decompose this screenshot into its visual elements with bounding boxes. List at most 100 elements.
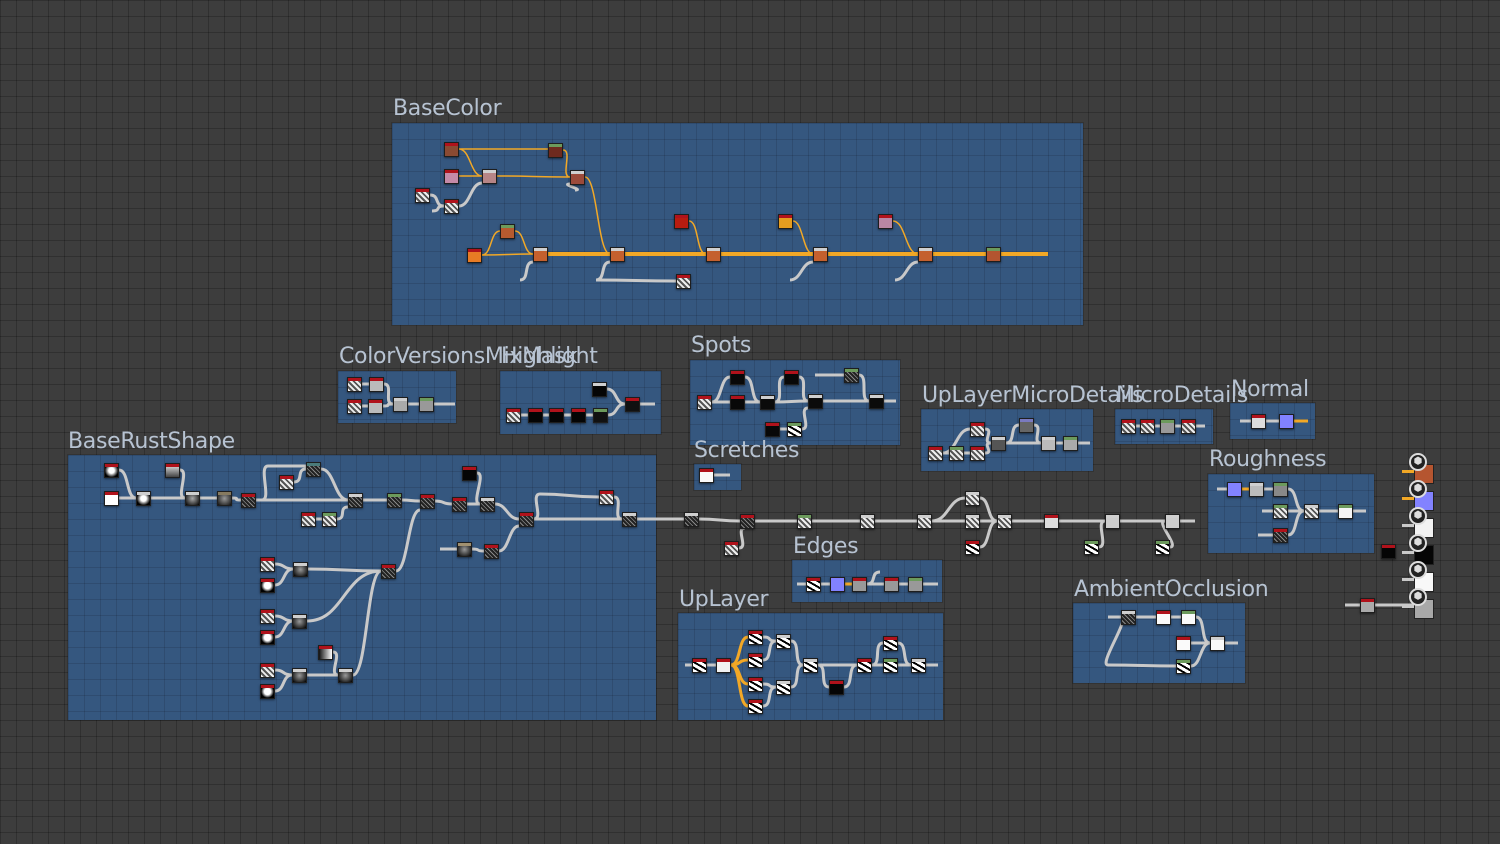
graph-node[interactable]	[878, 214, 893, 229]
graph-node[interactable]	[104, 491, 119, 506]
graph-node[interactable]	[528, 408, 543, 423]
graph-node[interactable]	[684, 512, 699, 527]
graph-node[interactable]	[724, 541, 739, 556]
graph-node[interactable]	[165, 463, 180, 478]
graph-node[interactable]	[1273, 528, 1288, 543]
graph-node[interactable]	[787, 422, 802, 437]
graph-node[interactable]	[381, 564, 396, 579]
graph-node[interactable]	[1160, 419, 1175, 434]
graph-node[interactable]	[844, 368, 859, 383]
graph-node[interactable]	[625, 397, 640, 412]
graph-node[interactable]	[965, 491, 980, 506]
graph-node[interactable]	[1019, 418, 1034, 433]
graph-node[interactable]	[748, 653, 763, 668]
output-connector[interactable]	[1402, 524, 1414, 527]
output-connector[interactable]	[1402, 551, 1414, 554]
graph-node[interactable]	[104, 463, 119, 478]
graph-node[interactable]	[706, 247, 721, 262]
graph-node[interactable]	[1181, 610, 1196, 625]
graph-node[interactable]	[970, 446, 985, 461]
graph-node[interactable]	[1360, 598, 1375, 613]
graph-node[interactable]	[965, 540, 980, 555]
graph-node[interactable]	[393, 397, 408, 412]
graph-node[interactable]	[1210, 636, 1225, 651]
frame-highlight[interactable]	[500, 371, 661, 434]
graph-node[interactable]	[571, 408, 586, 423]
graph-node[interactable]	[1176, 636, 1191, 651]
graph-node[interactable]	[1140, 419, 1155, 434]
graph-node[interactable]	[347, 399, 362, 414]
graph-node[interactable]	[506, 408, 521, 423]
graph-node[interactable]	[500, 224, 515, 239]
graph-node[interactable]	[419, 397, 434, 412]
graph-node[interactable]	[970, 422, 985, 437]
graph-node[interactable]	[776, 634, 791, 649]
graph-node[interactable]	[260, 630, 275, 645]
frame-basecolor[interactable]	[392, 123, 1083, 325]
graph-node[interactable]	[482, 169, 497, 184]
graph-node[interactable]	[1227, 482, 1242, 497]
graph-node[interactable]	[318, 645, 333, 660]
output-connector[interactable]	[1402, 578, 1414, 581]
graph-node[interactable]	[860, 514, 875, 529]
graph-node[interactable]	[306, 462, 321, 477]
graph-node[interactable]	[444, 199, 459, 214]
graph-node[interactable]	[1338, 504, 1353, 519]
graph-node[interactable]	[1273, 482, 1288, 497]
graph-node[interactable]	[185, 491, 200, 506]
graph-node[interactable]	[217, 491, 232, 506]
graph-node[interactable]	[857, 658, 872, 673]
graph-node[interactable]	[1041, 436, 1056, 451]
graph-node[interactable]	[883, 658, 898, 673]
frame-normal[interactable]	[1230, 403, 1315, 439]
graph-node[interactable]	[784, 370, 799, 385]
graph-node[interactable]	[1181, 419, 1196, 434]
graph-node[interactable]	[697, 395, 712, 410]
graph-node[interactable]	[301, 512, 316, 527]
graph-node[interactable]	[348, 493, 363, 508]
graph-node[interactable]	[1084, 540, 1099, 555]
graph-node[interactable]	[1279, 414, 1294, 429]
graph-node[interactable]	[457, 542, 472, 557]
graph-node[interactable]	[918, 247, 933, 262]
graph-node[interactable]	[415, 188, 430, 203]
graph-node[interactable]	[765, 422, 780, 437]
graph-node[interactable]	[260, 557, 275, 572]
graph-node[interactable]	[467, 248, 482, 263]
graph-node[interactable]	[260, 578, 275, 593]
graph-node[interactable]	[570, 170, 585, 185]
graph-node[interactable]	[813, 247, 828, 262]
graph-node[interactable]	[699, 468, 714, 483]
graph-node[interactable]	[692, 658, 707, 673]
graph-node[interactable]	[292, 614, 307, 629]
graph-node[interactable]	[883, 636, 898, 651]
graph-node[interactable]	[830, 577, 845, 592]
output-connector[interactable]	[1402, 470, 1414, 473]
graph-node[interactable]	[1176, 659, 1191, 674]
graph-node[interactable]	[347, 377, 362, 392]
graph-node[interactable]	[480, 497, 495, 512]
graph-node[interactable]	[1105, 514, 1120, 529]
graph-node[interactable]	[260, 663, 275, 678]
graph-node[interactable]	[797, 514, 812, 529]
graph-node[interactable]	[917, 514, 932, 529]
graph-node[interactable]	[991, 436, 1006, 451]
graph-node[interactable]	[292, 668, 307, 683]
graph-node[interactable]	[1121, 610, 1136, 625]
output-connector[interactable]	[1402, 605, 1414, 608]
graph-node[interactable]	[911, 658, 926, 673]
graph-node[interactable]	[928, 446, 943, 461]
graph-node[interactable]	[420, 494, 435, 509]
graph-node[interactable]	[293, 562, 308, 577]
graph-node[interactable]	[387, 493, 402, 508]
graph-node[interactable]	[949, 446, 964, 461]
graph-node[interactable]	[808, 394, 823, 409]
graph-node[interactable]	[778, 214, 793, 229]
graph-node[interactable]	[1251, 414, 1266, 429]
graph-node[interactable]	[610, 247, 625, 262]
graph-node[interactable]	[548, 143, 563, 158]
graph-node[interactable]	[997, 514, 1012, 529]
graph-node[interactable]	[674, 214, 689, 229]
graph-node[interactable]	[533, 247, 548, 262]
